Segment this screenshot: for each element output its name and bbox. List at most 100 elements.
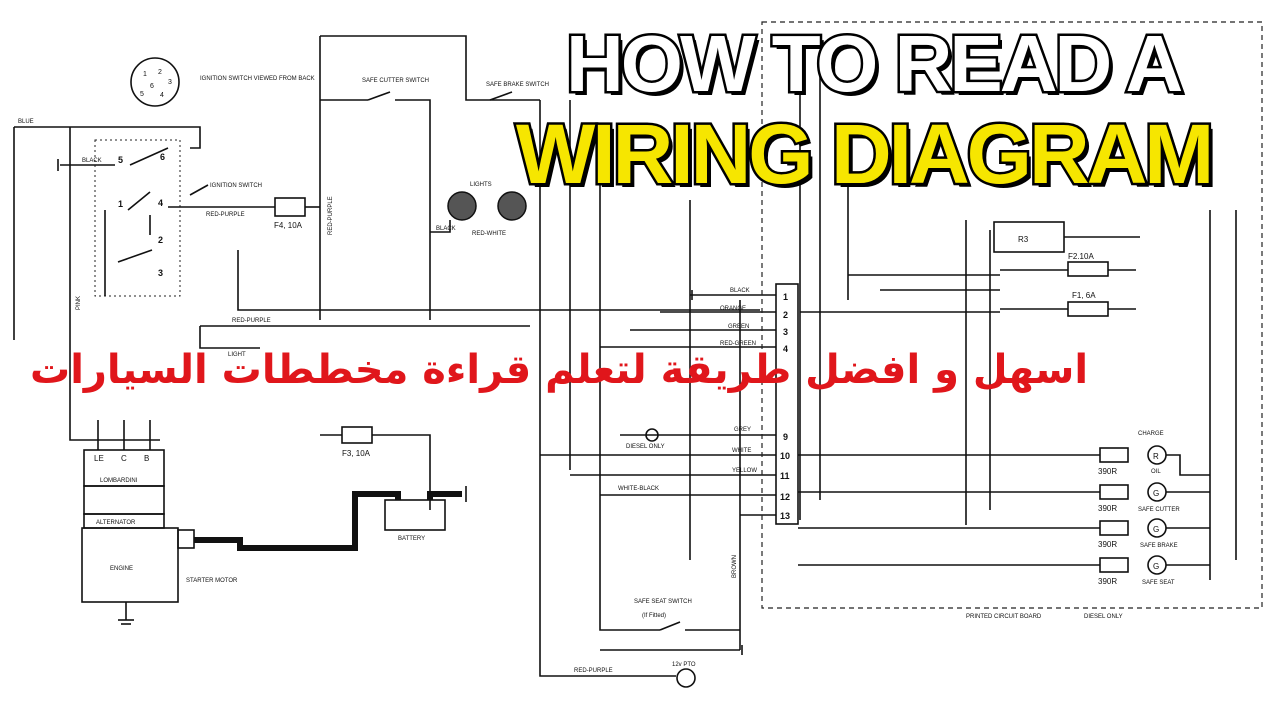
pto-label: 12v PTO	[672, 662, 696, 668]
charge-label: CHARGE	[1138, 431, 1164, 437]
title-line-2: WIRING DIAGRAM	[513, 107, 1216, 201]
term-wire-grey: GREY	[734, 427, 751, 433]
safe-seat-switch-label: SAFE SEAT SWITCH	[634, 599, 692, 605]
title-line-1: HOW TO READ A	[563, 19, 1185, 108]
light-label: LIGHT	[228, 352, 246, 358]
gauge-safe-seat-sym: G	[1153, 562, 1159, 571]
gauge-oil-sym: R	[1153, 452, 1159, 461]
wire-red-purple-vert: RED-PURPLE	[328, 196, 334, 235]
fuse-f1	[1067, 301, 1109, 317]
diesel-only-label: DIESEL ONLY	[626, 444, 665, 450]
fuse-f3-label: F3, 10A	[342, 449, 371, 458]
lombardini-label: LOMBARDINI	[100, 478, 138, 484]
gauge-safe-brake-label: SAFE BRAKE	[1140, 543, 1178, 549]
wire-red-purple-1: RED-PURPLE	[206, 212, 245, 218]
wire-red-purple-2: RED-PURPLE	[232, 318, 271, 324]
le-label: LE	[94, 454, 104, 463]
resistor-2-label: 390R	[1098, 504, 1117, 513]
resistor-3-label: 390R	[1098, 540, 1117, 549]
resistor-4	[1099, 557, 1129, 573]
wire-white-black: WHITE-BLACK	[618, 486, 659, 492]
term-wire-orange: ORANGE	[720, 306, 746, 312]
term-wire-red-green: RED-GREEN	[720, 341, 756, 347]
terminal-10: 10	[780, 451, 790, 461]
fuse-f2-label: F2.10A	[1068, 252, 1094, 261]
ign-pin-6: 6	[150, 83, 154, 90]
lombardini-unit: LE C B LOMBARDINI ALTERNATOR ENGINE STAR…	[81, 449, 238, 625]
terminal-12: 12	[780, 492, 790, 502]
term-wire-green: GREEN	[728, 324, 749, 330]
alternator-label: ALTERNATOR	[96, 520, 136, 526]
terminal-2: 2	[783, 310, 788, 320]
resistor-2	[1099, 484, 1129, 500]
sw-num-3: 3	[158, 268, 163, 278]
sw-num-4: 4	[158, 198, 163, 208]
sw-num-5: 5	[118, 155, 123, 165]
ignition-switch-body: BLACK 5 6 1 4 2 3 IGNITION SWITCH	[57, 139, 262, 297]
ignition-switch-note: IGNITION SWITCH VIEWED FROM BACK	[200, 76, 315, 82]
fuse-f4	[274, 197, 306, 217]
pcb-diesel-only: DIESEL ONLY	[1084, 614, 1123, 620]
if-fitted-label: (If Fitted)	[642, 613, 666, 619]
pto-connector	[676, 668, 696, 688]
ign-pin-5: 5	[140, 91, 144, 98]
ign-pin-2: 2	[158, 69, 162, 76]
safe-brake-switch-label: SAFE BRAKE SWITCH	[486, 82, 549, 88]
fuse-f4-label: F4, 10A	[274, 221, 303, 230]
terminal-1: 1	[783, 292, 788, 302]
fuse-f3	[341, 426, 373, 444]
wire-red-white: RED-WHITE	[472, 231, 506, 237]
lights-label: LIGHTS	[470, 182, 492, 188]
wire-red-purple-3: RED-PURPLE	[574, 668, 613, 674]
term-wire-black: BLACK	[730, 288, 750, 294]
b-label: B	[144, 454, 149, 463]
gauge-safe-cutter-sym: G	[1153, 489, 1159, 498]
c-label: C	[121, 454, 127, 463]
terminal-13: 13	[780, 511, 790, 521]
battery-label: BATTERY	[398, 536, 425, 542]
gauge-safe-seat-label: SAFE SEAT	[1142, 580, 1175, 586]
ign-pin-4: 4	[160, 92, 164, 99]
resistor-1	[1099, 447, 1129, 463]
sw-num-6: 6	[160, 152, 165, 162]
fuse-f1-label: F1, 6A	[1072, 291, 1096, 300]
ignition-switch-label: IGNITION SWITCH	[210, 183, 262, 189]
resistor-1-label: 390R	[1098, 467, 1117, 476]
ignition-switch-rear-view: 1 2 3 4 5 6 IGNITION SWITCH VIEWED FROM …	[130, 57, 315, 107]
term-wire-white: WHITE	[732, 448, 751, 454]
ign-pin-1: 1	[143, 71, 147, 78]
sw-num-1: 1	[118, 199, 123, 209]
terminal-11: 11	[780, 471, 790, 481]
wire-black-2: BLACK	[436, 226, 456, 232]
terminal-9: 9	[783, 432, 788, 442]
terminal-3: 3	[783, 327, 788, 337]
term-wire-yellow: YELLOW	[732, 468, 757, 474]
wire-black-label: BLACK	[82, 158, 102, 164]
relay-r3	[993, 221, 1065, 253]
ign-pin-3: 3	[168, 79, 172, 86]
fuse-f2	[1067, 261, 1109, 277]
sw-num-2: 2	[158, 235, 163, 245]
gauge-oil-label: OIL	[1151, 469, 1161, 475]
resistor-4-label: 390R	[1098, 577, 1117, 586]
starter-motor-label: STARTER MOTOR	[186, 578, 238, 584]
lights: LIGHTS BLACK RED-WHITE	[430, 182, 527, 237]
engine-label: ENGINE	[110, 566, 133, 572]
arabic-subtitle: اسهل و افضل طريقة لتعلم قراءة مخططات الس…	[30, 347, 1089, 393]
battery: BATTERY	[194, 486, 467, 551]
gauge-safe-cutter-label: SAFE CUTTER	[1138, 507, 1180, 513]
terminal-4: 4	[783, 344, 788, 354]
printed-circuit-board: PRINTED CIRCUIT BOARD DIESEL ONLY R3 F2.…	[761, 21, 1263, 620]
pcb-label: PRINTED CIRCUIT BOARD	[966, 614, 1042, 620]
gauge-safe-brake-sym: G	[1153, 525, 1159, 534]
wire-blue-label: BLUE	[18, 119, 34, 125]
wire-pink-label: PINK	[76, 296, 82, 310]
wire-brown: BROWN	[732, 555, 738, 578]
terminal-block: 1 2 3 4 9 10 11 12 13	[775, 283, 799, 525]
safe-seat-switch: SAFE SEAT SWITCH (If Fitted)	[600, 599, 743, 655]
relay-r3-label: R3	[1018, 235, 1029, 244]
safe-cutter-switch-label: SAFE CUTTER SWITCH	[362, 78, 429, 84]
resistor-3	[1099, 520, 1129, 536]
